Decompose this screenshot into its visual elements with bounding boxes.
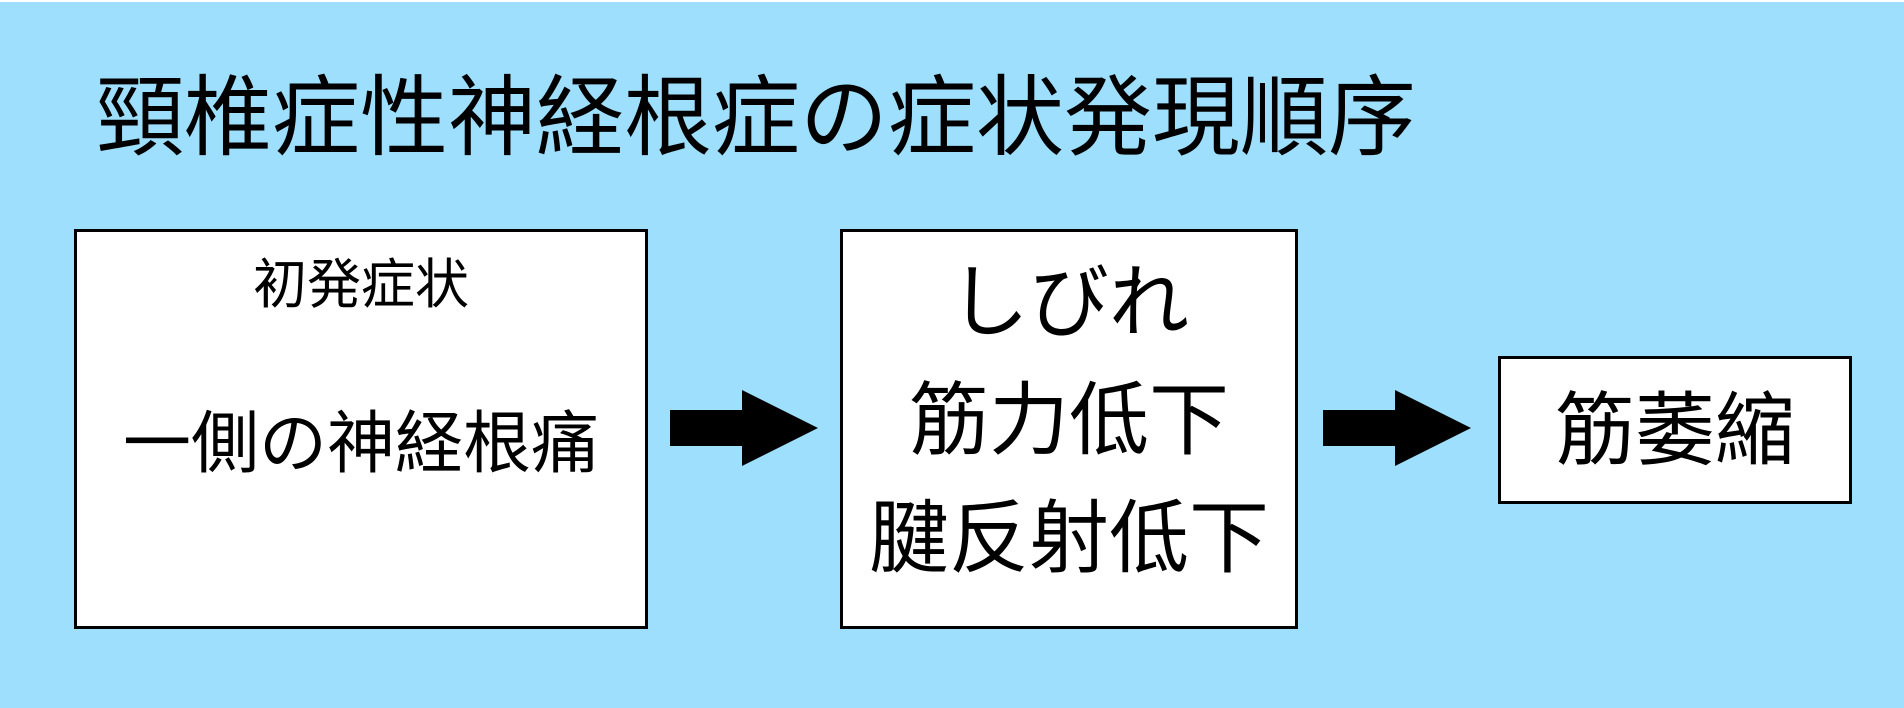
middle-symptoms-list: しびれ 筋力低下 腱反射低下 — [843, 244, 1295, 598]
muscle-atrophy-box: 筋萎縮 — [1498, 356, 1852, 504]
muscle-atrophy-label: 筋萎縮 — [1555, 384, 1795, 477]
slide-title: 頸椎症性神経根症の症状発現順序 — [96, 66, 1417, 169]
middle-symptoms-box: しびれ 筋力低下 腱反射低下 — [840, 229, 1298, 629]
right-arrow-icon — [1323, 390, 1471, 466]
initial-symptom-caption: 初発症状 — [253, 253, 469, 316]
symptom-reflex-decrease: 腱反射低下 — [869, 492, 1269, 585]
symptom-muscle-weakness: 筋力低下 — [909, 374, 1229, 467]
initial-symptom-box: 初発症状 一側の神経根痛 — [74, 229, 648, 629]
initial-symptom-label: 一側の神経根痛 — [122, 405, 599, 484]
symptom-numbness: しびれ — [949, 256, 1189, 349]
right-arrow-icon — [670, 390, 818, 466]
